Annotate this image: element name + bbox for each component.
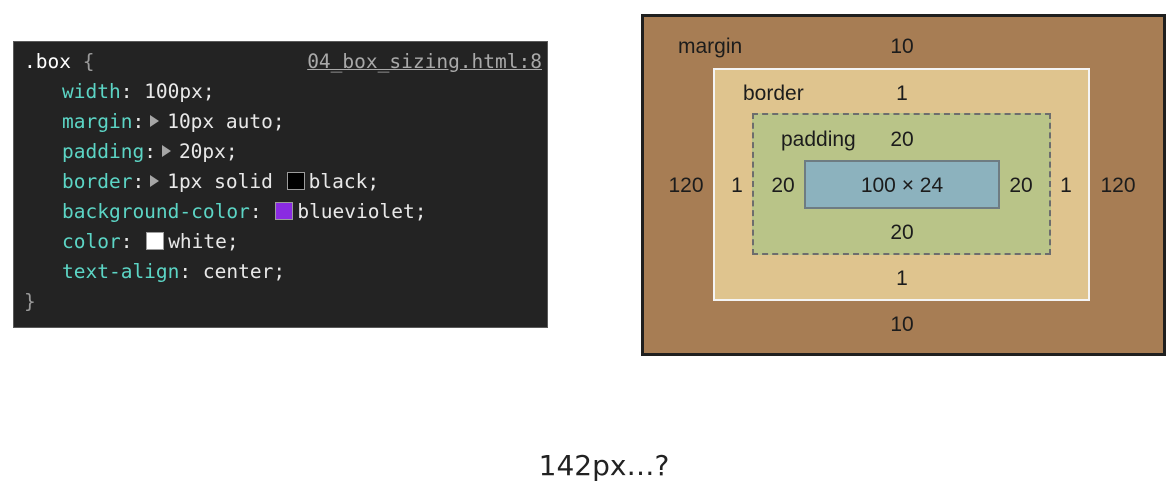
padding-right-value[interactable]: 20 [1009, 174, 1033, 197]
css-rule-panel: .box { 04_box_sizing.html:8 width: 100px… [13, 41, 548, 328]
margin-left-value[interactable]: 120 [668, 174, 704, 197]
rule-selector-line: .box { [24, 47, 94, 77]
expand-arrow-icon[interactable] [150, 175, 160, 187]
property-colon: : [120, 80, 145, 103]
padding-left-value[interactable]: 20 [771, 174, 795, 197]
declaration-text-align[interactable]: text-align: center; [62, 257, 285, 287]
property-name[interactable]: text-align [62, 260, 180, 283]
rule-close-brace: } [24, 290, 36, 313]
margin-bottom-value[interactable]: 10 [890, 313, 914, 336]
color-swatch-black[interactable] [286, 172, 305, 190]
rule-source-link[interactable]: 04_box_sizing.html:8 [307, 50, 542, 73]
property-colon: : [132, 110, 145, 133]
rule-selector: .box [24, 50, 71, 73]
property-value[interactable]: blueviolet; [297, 200, 427, 223]
padding-bottom-value[interactable]: 20 [890, 221, 914, 244]
property-name[interactable]: color [62, 230, 121, 253]
border-right-value[interactable]: 1 [1060, 174, 1072, 197]
declaration-border[interactable]: border:1px solid black; [62, 167, 379, 197]
border-top-value[interactable]: 1 [896, 82, 908, 105]
property-value[interactable]: black; [308, 170, 380, 193]
color-swatch-blueviolet[interactable] [275, 202, 294, 220]
property-colon: : [144, 140, 156, 163]
property-value[interactable]: 100px; [144, 80, 215, 103]
declaration-margin[interactable]: margin:10px auto; [62, 107, 285, 137]
margin-right-value[interactable]: 120 [1100, 174, 1136, 197]
property-value[interactable]: 20px; [178, 140, 238, 163]
property-colon: : [179, 260, 203, 283]
property-name[interactable]: margin [62, 110, 133, 133]
property-name[interactable]: background-color [62, 200, 250, 223]
property-name[interactable]: padding [62, 140, 145, 163]
margin-top-value[interactable]: 10 [890, 35, 914, 58]
expand-arrow-icon[interactable] [150, 115, 160, 127]
declaration-padding[interactable]: padding:20px; [62, 137, 238, 167]
border-bottom-value[interactable]: 1 [896, 267, 908, 290]
property-value[interactable]: center; [202, 260, 286, 283]
rule-open-brace: { [82, 50, 95, 73]
width-question-caption: 142px…? [538, 449, 670, 482]
property-name[interactable]: border [62, 170, 133, 193]
declaration-background-color[interactable]: background-color: blueviolet; [62, 197, 426, 227]
box-model-content-area [804, 160, 1000, 209]
color-swatch-white[interactable] [146, 232, 165, 250]
declaration-color[interactable]: color: white; [62, 227, 239, 257]
margin-label: margin [678, 35, 743, 58]
property-colon: : [132, 170, 145, 193]
border-label: border [743, 82, 804, 105]
property-name[interactable]: width [62, 80, 121, 103]
property-value[interactable]: 10px auto; [167, 110, 285, 133]
content-size-value[interactable]: 100 × 24 [860, 174, 944, 197]
expand-arrow-icon[interactable] [161, 145, 171, 157]
declaration-width[interactable]: width: 100px; [62, 77, 215, 107]
property-value-prefix[interactable]: 1px solid [167, 170, 273, 193]
padding-label: padding [781, 128, 856, 151]
property-value[interactable]: white; [168, 230, 239, 253]
property-colon: : [120, 230, 145, 253]
rule-close-brace-line: } [24, 287, 36, 317]
border-left-value[interactable]: 1 [731, 174, 743, 197]
padding-top-value[interactable]: 20 [890, 128, 914, 151]
property-colon: : [249, 200, 274, 223]
